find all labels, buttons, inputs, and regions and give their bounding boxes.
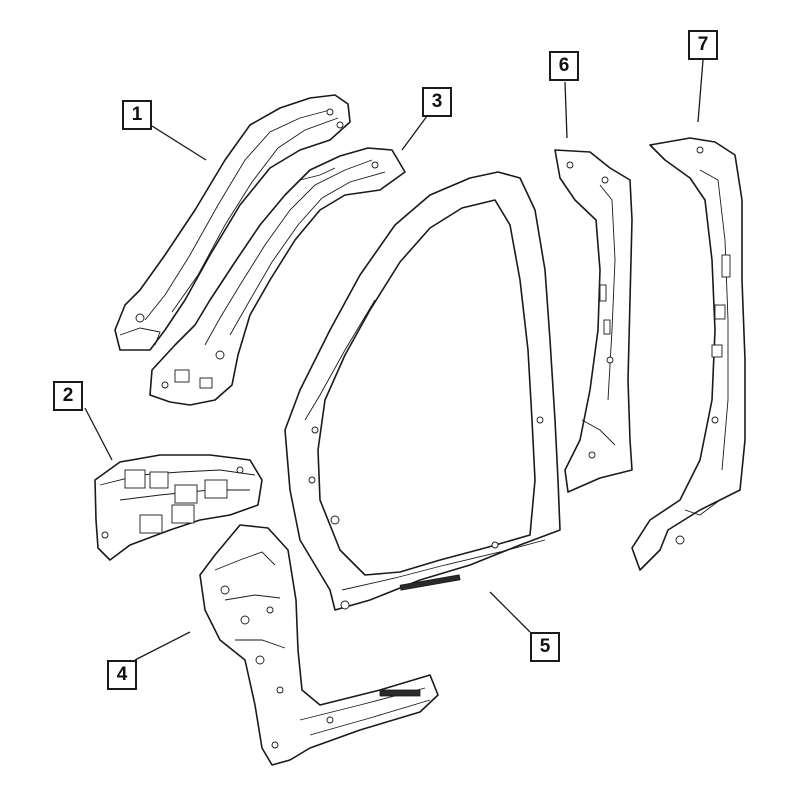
callout-7: 7 bbox=[688, 30, 718, 60]
leader-4 bbox=[134, 631, 191, 661]
part-7-b-pillar-inner bbox=[631, 137, 746, 571]
callout-4: 4 bbox=[107, 660, 137, 690]
part-5-body-side-aperture bbox=[284, 171, 561, 611]
part-3-a-pillar-inner bbox=[149, 147, 406, 406]
leader-3 bbox=[401, 111, 431, 151]
leader-lines bbox=[84, 59, 704, 661]
callout-2: 2 bbox=[53, 381, 83, 411]
callout-3: 3 bbox=[422, 87, 452, 117]
callout-5: 5 bbox=[530, 632, 560, 662]
leader-1 bbox=[151, 125, 207, 161]
part-4-hinge-pillar-rocker bbox=[199, 524, 439, 766]
leader-7 bbox=[697, 59, 704, 123]
callout-6: 6 bbox=[549, 51, 579, 81]
callout-1: 1 bbox=[122, 100, 152, 130]
leader-5 bbox=[489, 591, 531, 633]
part-6-b-pillar-reinforcement bbox=[554, 149, 633, 493]
leader-6 bbox=[564, 81, 568, 139]
part-2-cowl-side-bracket bbox=[94, 454, 263, 561]
part-1-a-pillar-upper bbox=[114, 94, 351, 351]
leader-2 bbox=[84, 407, 113, 461]
